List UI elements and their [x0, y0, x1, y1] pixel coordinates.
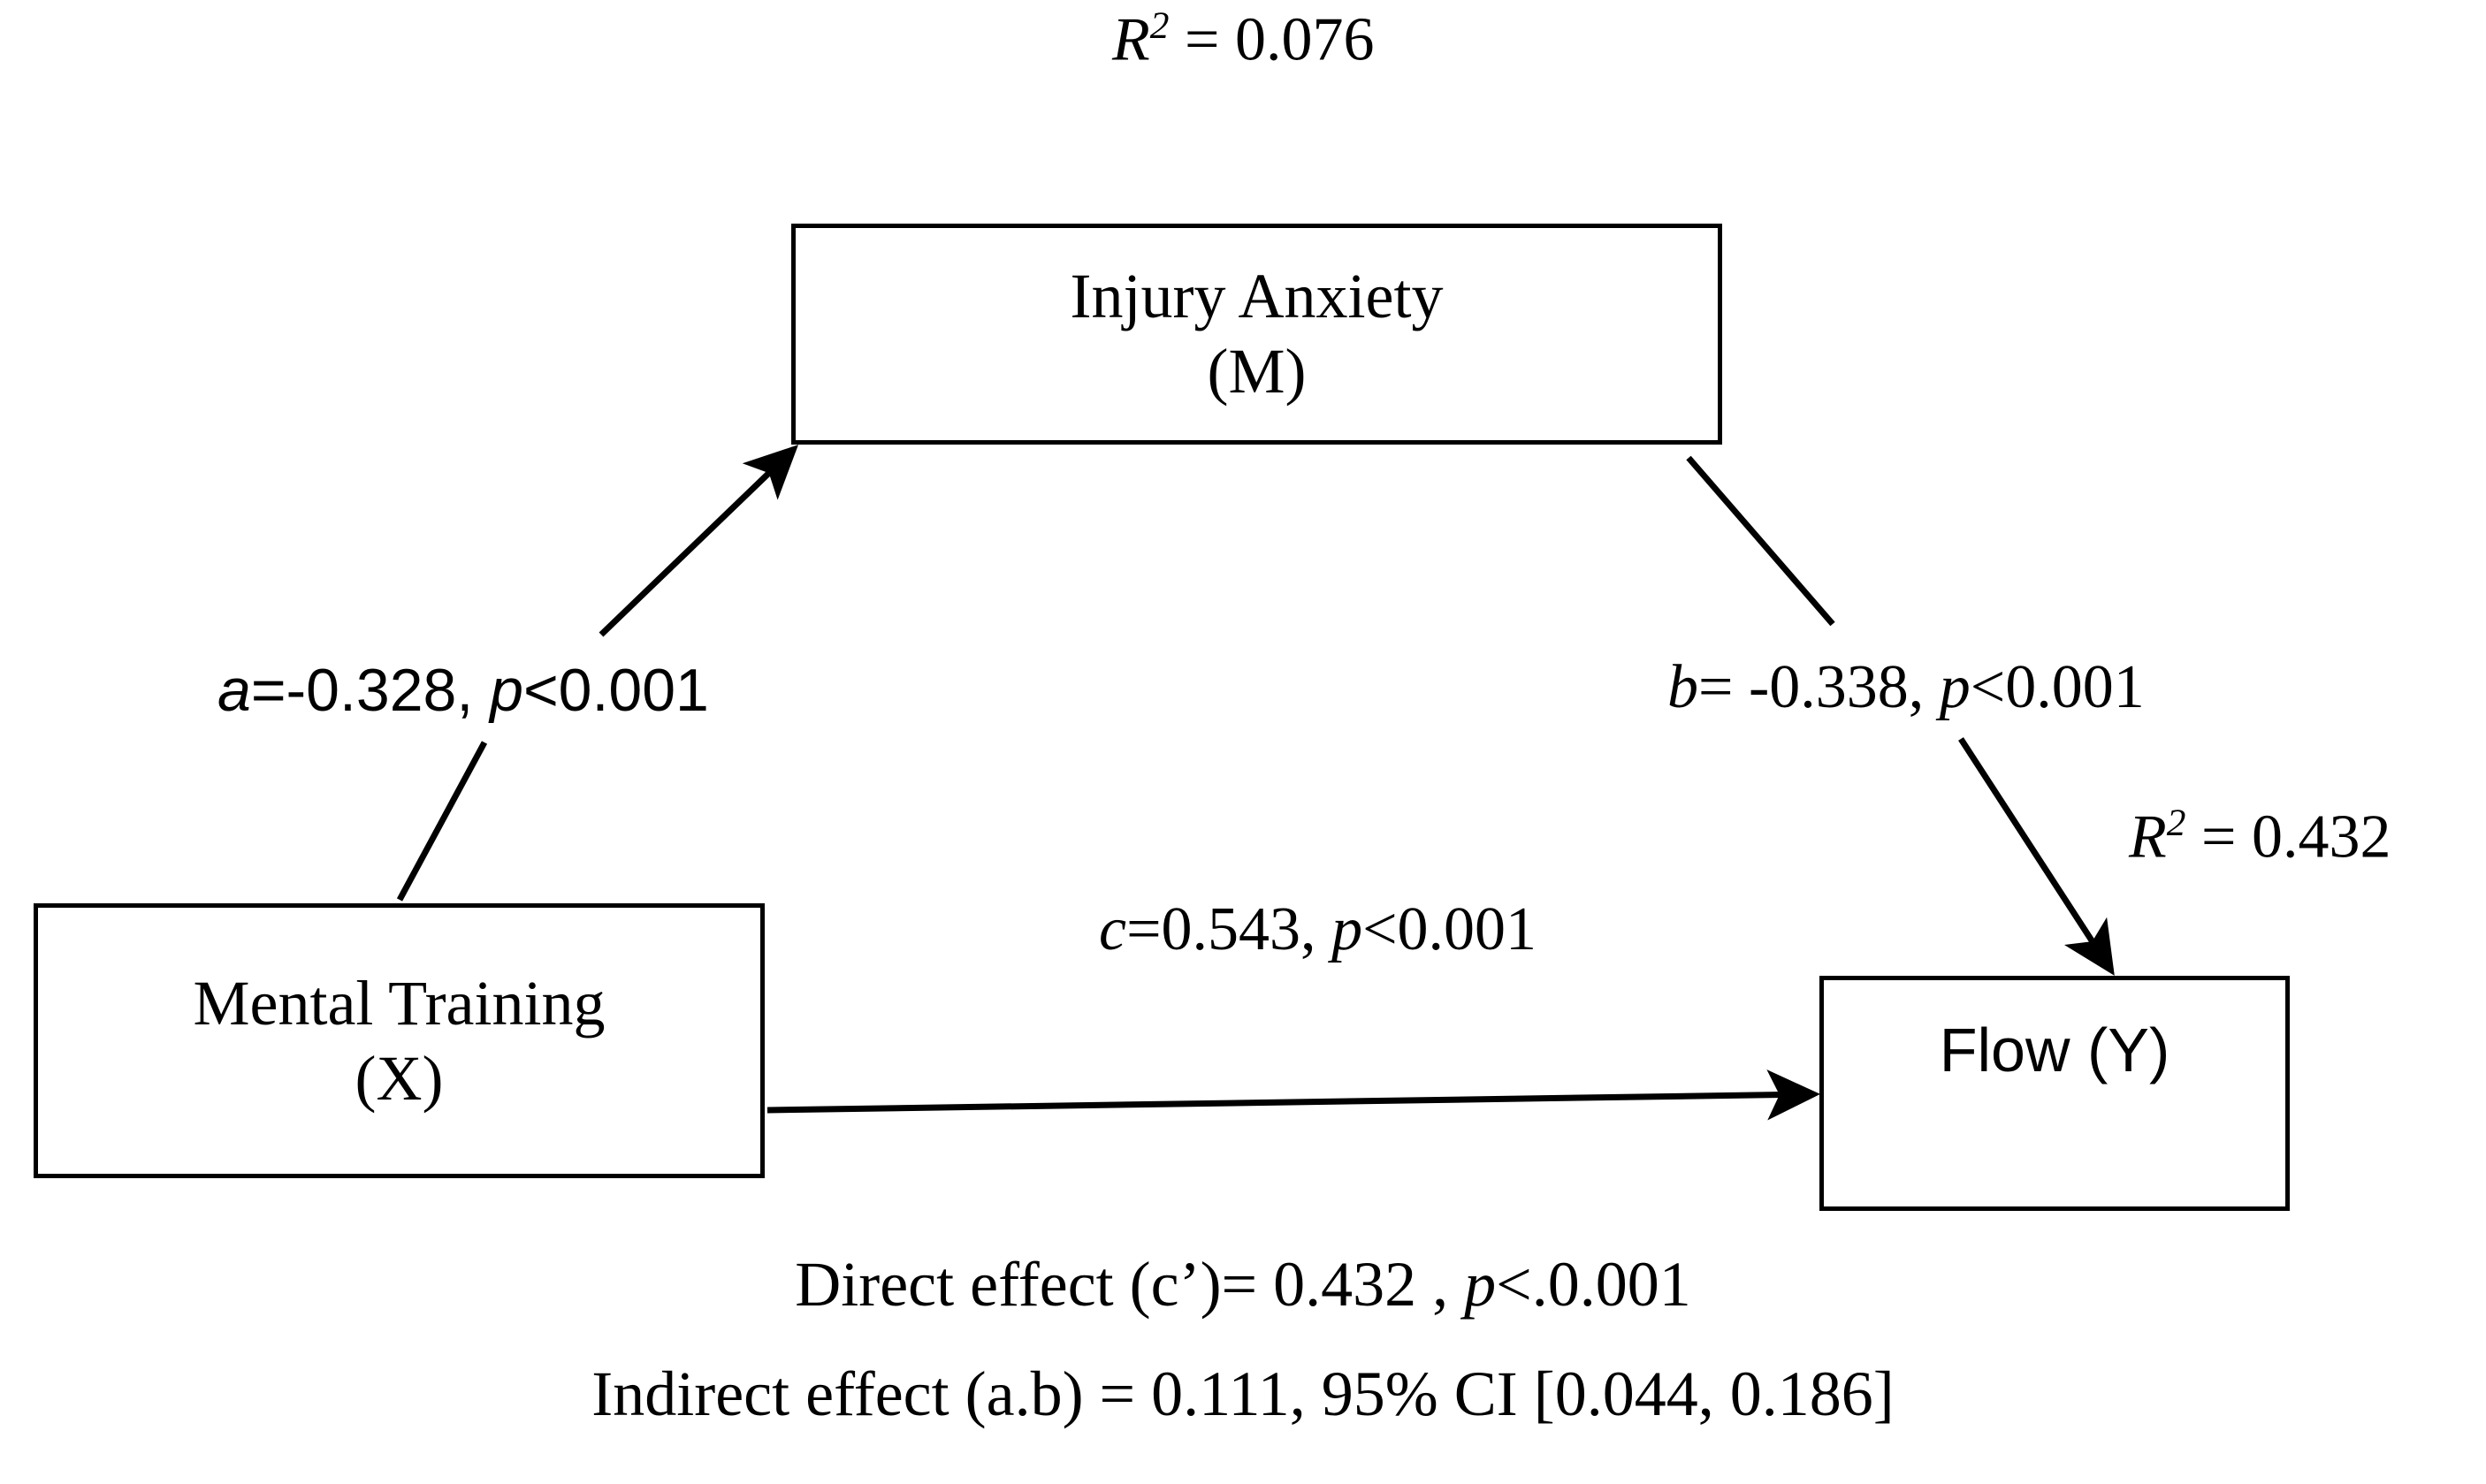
path-c-coef-value: =0.543,	[1126, 895, 1332, 963]
path-c-arrow	[766, 1069, 1820, 1121]
node-injury-anxiety-line1: Injury Anxiety	[1070, 261, 1444, 332]
path-b-coef-value: = -0.338,	[1698, 653, 1940, 721]
path-c-p-value: <0.001	[1362, 895, 1537, 963]
path-b-p-symbol: p	[1939, 653, 1971, 721]
node-injury-anxiety[interactable]: Injury Anxiety (M)	[791, 224, 1722, 445]
r-squared-outcome-label: R2 = 0.432	[2129, 801, 2391, 872]
path-a-coef-value: =-0.328,	[250, 657, 491, 724]
direct-effect-suffix: <.0.001	[1496, 1249, 1691, 1320]
direct-effect-p-symbol: p	[1464, 1249, 1497, 1320]
path-a-coef-symbol: a	[217, 657, 251, 724]
r-squared-mediator-value: = 0.076	[1169, 5, 1375, 74]
r-squared-outcome-symbol: R	[2129, 803, 2167, 871]
path-b-label: b= -0.338, p<0.001	[1667, 652, 2145, 723]
path-a-label: a=-0.328, p<0.001	[217, 656, 709, 725]
r-squared-mediator-label: R2 = 0.076	[1112, 4, 1374, 75]
node-mental-training[interactable]: Mental Training (X)	[34, 903, 765, 1178]
r-squared-mediator-symbol: R	[1112, 5, 1150, 74]
path-b-p-value: <0.001	[1970, 653, 2145, 721]
path-a-p-symbol: p	[490, 657, 523, 724]
path-c-p-symbol: p	[1331, 895, 1363, 963]
node-mental-training-line1: Mental Training	[193, 967, 606, 1039]
node-flow-line1: Flow (Y)	[1939, 1016, 2170, 1084]
indirect-effect-line: Indirect effect (a.b) = 0.111, 95% CI [0…	[591, 1358, 1895, 1429]
path-c-coef-symbol: c	[1099, 895, 1127, 963]
node-mental-training-line2: (X)	[355, 1042, 444, 1114]
r-squared-outcome-value: = 0.432	[2185, 803, 2391, 871]
path-b-coef-symbol: b	[1667, 653, 1698, 721]
r-squared-outcome-exponent: 2	[2166, 802, 2186, 844]
node-injury-anxiety-line2: (M)	[1207, 336, 1307, 407]
node-flow[interactable]: Flow (Y)	[1819, 976, 2290, 1211]
path-c-label: c=0.543, p<0.001	[1099, 894, 1537, 965]
path-a-p-value: <0.001	[522, 657, 709, 724]
direct-effect-line: Direct effect (c’)= 0.432 , p<.0.001	[0, 1248, 2486, 1321]
direct-effect-prefix: Direct effect (c’)= 0.432 ,	[795, 1249, 1465, 1320]
r-squared-mediator-exponent: 2	[1149, 4, 1170, 47]
